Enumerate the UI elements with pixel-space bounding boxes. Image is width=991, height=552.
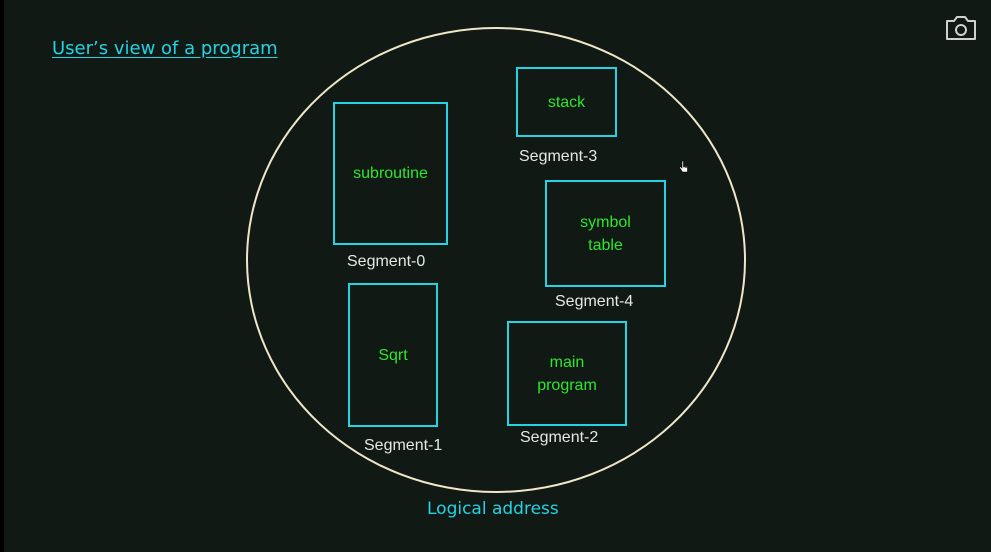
segment-3-label: Segment-3 [519, 148, 598, 165]
hand-cursor-icon [679, 160, 688, 173]
segment-3-content: stack [547, 93, 586, 111]
segment-1-label: Segment-1 [364, 437, 443, 454]
segment-3-box: stack [516, 67, 617, 137]
segment-2-box: main program [507, 321, 627, 426]
program-boundary-ellipse [246, 27, 746, 493]
segment-4-box: symbol table [545, 180, 666, 287]
segment-0-label: Segment-0 [347, 253, 426, 270]
segment-1-box: Sqrt [348, 283, 438, 427]
segment-0-box: subroutine [333, 102, 448, 245]
camera-icon[interactable] [944, 14, 978, 42]
segment-4-content: symbol table [580, 213, 631, 254]
segment-2-content: main program [537, 353, 597, 394]
segment-0-content: subroutine [353, 165, 428, 182]
segment-1-content: Sqrt [378, 346, 408, 364]
segment-4-label: Segment-4 [555, 293, 634, 310]
segment-2-label: Segment-2 [520, 429, 599, 446]
page-title: User’s view of a program [52, 38, 278, 59]
logical-address-caption: Logical address [427, 499, 559, 519]
